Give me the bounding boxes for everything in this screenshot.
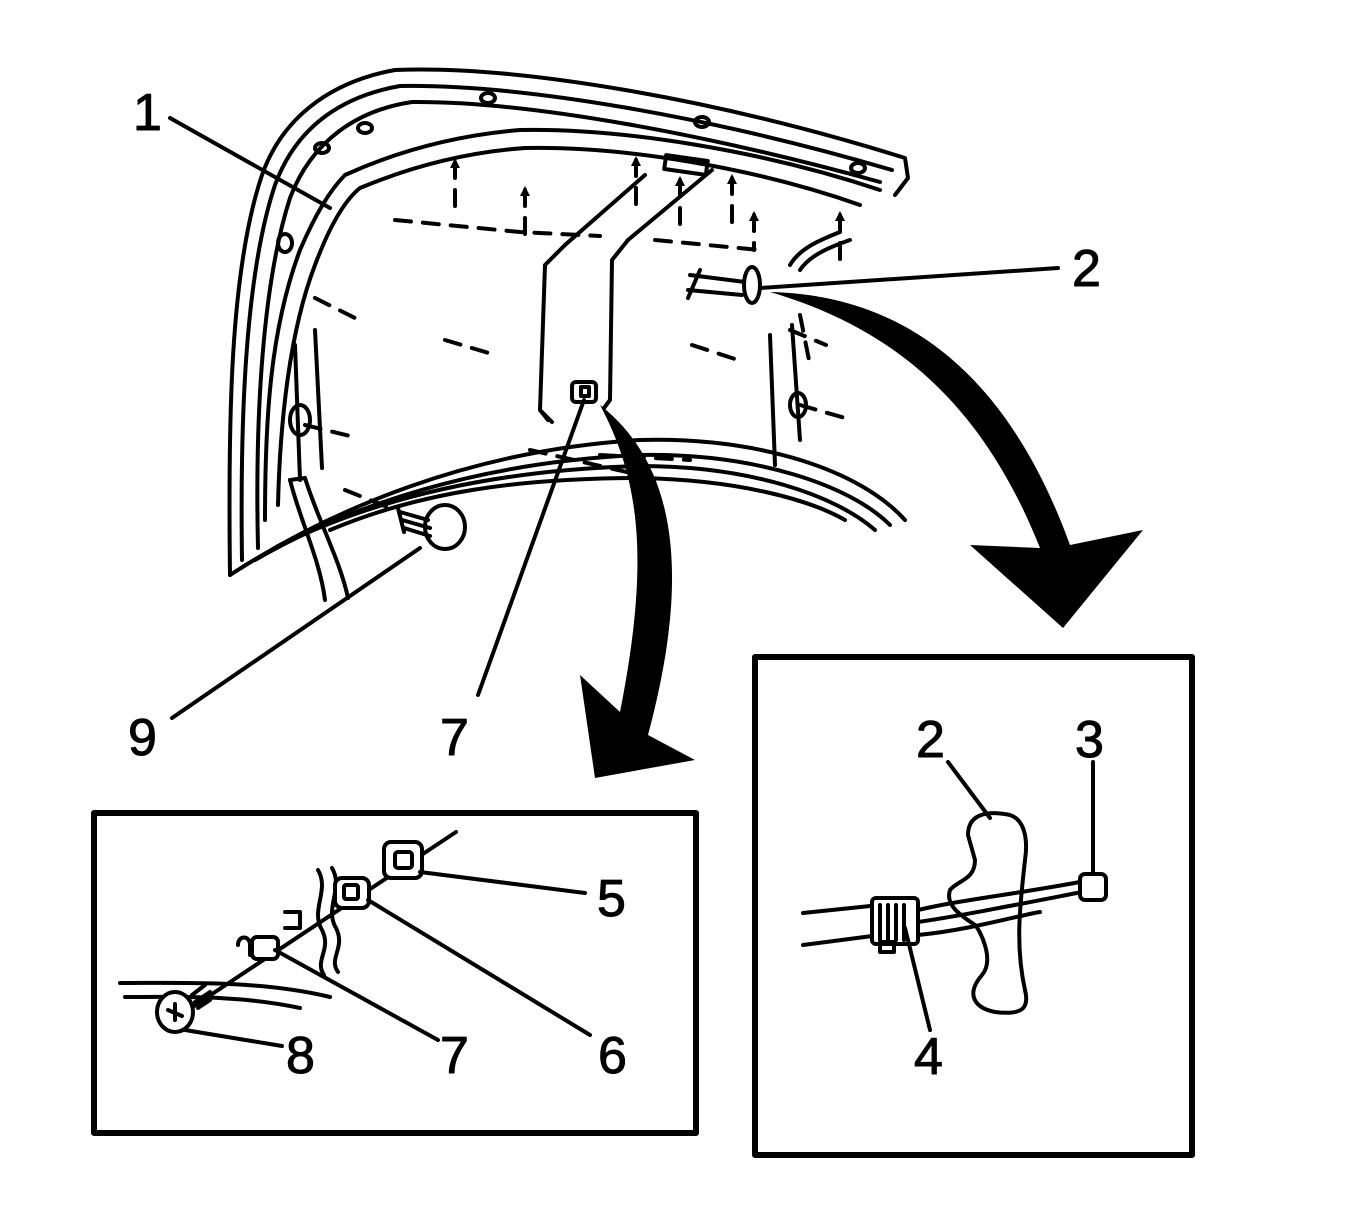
callout-2: 2 — [1072, 240, 1101, 298]
hood-panel — [227, 67, 910, 602]
callout-4: 4 — [914, 1028, 943, 1086]
flow-arrow-right — [770, 292, 1143, 628]
inset-left-leaders — [183, 870, 592, 1048]
callout-5: 5 — [597, 870, 626, 928]
inset-right-frame — [752, 654, 1195, 1158]
grommet-2 — [686, 265, 762, 305]
callout-6: 6 — [598, 1027, 627, 1085]
flow-arrow-left — [580, 405, 695, 778]
inset-right-leaders — [903, 760, 1095, 1032]
dashed-guide-lines — [303, 158, 847, 512]
inset-left-parts — [118, 830, 458, 1034]
callout-7-inset: 7 — [440, 1027, 469, 1085]
callout-2-inset: 2 — [916, 711, 945, 769]
pushpin-retainer-9 — [396, 503, 467, 551]
callout-7: 7 — [440, 709, 469, 767]
callout-8: 8 — [286, 1027, 315, 1085]
leader-lines — [168, 116, 1060, 720]
callout-1: 1 — [133, 84, 162, 142]
push-pin-markers — [450, 156, 845, 221]
inset-right-parts — [801, 811, 1108, 1015]
inset-left-frame — [91, 810, 699, 1136]
callout-3: 3 — [1075, 711, 1104, 769]
callout-9: 9 — [128, 709, 157, 767]
